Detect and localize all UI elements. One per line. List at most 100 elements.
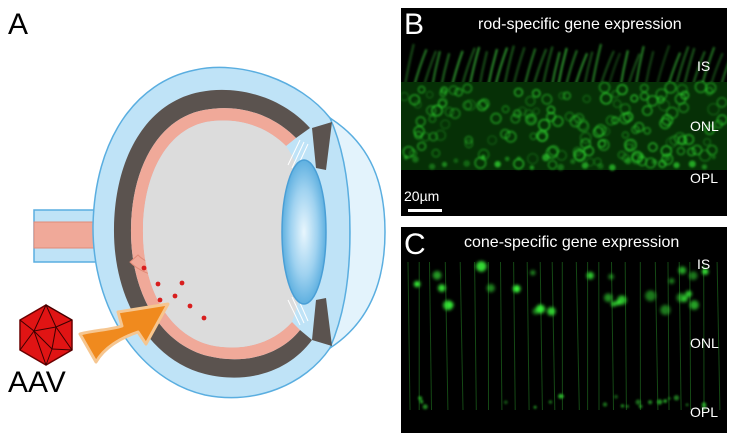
rod-spherule bbox=[516, 156, 521, 161]
rod-spherule bbox=[688, 160, 696, 168]
rod-spherule bbox=[609, 164, 616, 171]
rod-nucleus bbox=[643, 127, 652, 135]
rod-nucleus bbox=[523, 109, 534, 119]
rod-nucleus bbox=[578, 120, 590, 133]
cone-pedicle bbox=[638, 404, 643, 409]
rod-nucleus bbox=[527, 115, 535, 124]
injection-arrow-shape bbox=[78, 302, 170, 364]
rod-nucleus bbox=[464, 99, 476, 111]
rod-nucleus bbox=[425, 90, 434, 99]
eye-diagram bbox=[19, 66, 386, 399]
rod-nucleus bbox=[517, 106, 527, 116]
cone-pedicle bbox=[673, 395, 680, 401]
rod-nucleus bbox=[597, 139, 607, 148]
rod-nucleus bbox=[513, 109, 522, 118]
rod-nucleus bbox=[677, 135, 688, 146]
rod-nucleus bbox=[426, 105, 437, 116]
rod-nucleus bbox=[574, 150, 587, 163]
cone-pedicle bbox=[614, 394, 618, 399]
cone-soma bbox=[702, 268, 709, 275]
cone-axon bbox=[429, 261, 432, 411]
panel-c-layer-is: IS bbox=[697, 256, 711, 272]
vitreous bbox=[142, 120, 306, 348]
cone-pedicle bbox=[626, 405, 629, 408]
panel-c-layer-onl: ONL bbox=[690, 335, 719, 351]
rod-nucleus bbox=[437, 99, 447, 109]
rod-spherule bbox=[581, 162, 589, 169]
rod-nucleus bbox=[619, 103, 631, 115]
rod-nucleus bbox=[694, 80, 707, 94]
rod-nucleus bbox=[661, 153, 674, 166]
cone-pedicle bbox=[548, 400, 553, 404]
cone-axon bbox=[551, 261, 556, 411]
rod-nucleus bbox=[664, 81, 677, 94]
rod-nucleus bbox=[585, 157, 595, 167]
cone-axon bbox=[539, 261, 543, 411]
cone-pedicle bbox=[635, 399, 641, 405]
rod-nucleus bbox=[547, 159, 558, 170]
cone-axon bbox=[654, 261, 659, 411]
rod-nucleus bbox=[402, 145, 415, 158]
rod-nucleus bbox=[580, 138, 591, 150]
rod-nucleus bbox=[564, 111, 575, 122]
rod-nucleus bbox=[525, 113, 537, 126]
rod-spherule bbox=[557, 163, 565, 171]
cornea bbox=[328, 116, 386, 350]
rod-nucleus bbox=[545, 146, 559, 159]
rod-nucleus bbox=[487, 135, 497, 146]
cone-soma bbox=[668, 278, 675, 284]
rod-nucleus bbox=[431, 148, 441, 158]
rod-spherule bbox=[429, 163, 436, 170]
scale-bar bbox=[408, 209, 442, 212]
rod-nucleus bbox=[633, 121, 645, 133]
rod-nucleus bbox=[532, 107, 540, 115]
cone-pedicle bbox=[418, 396, 423, 401]
rod-nucleus bbox=[444, 106, 455, 117]
rod-nucleus bbox=[462, 83, 473, 94]
cone-soma bbox=[689, 300, 699, 310]
rod-spherule bbox=[597, 163, 604, 170]
rod-nucleus bbox=[642, 105, 653, 116]
panel-c-layer-opl: OPL bbox=[690, 404, 719, 420]
rod-nucleus bbox=[462, 100, 473, 111]
rod-spherule bbox=[673, 162, 680, 169]
cone-axon bbox=[575, 261, 580, 411]
rod-nucleus bbox=[435, 129, 447, 141]
cone-pedicle bbox=[419, 399, 424, 404]
cone-pedicle bbox=[602, 402, 608, 407]
rod-nucleus bbox=[674, 93, 687, 105]
retina bbox=[130, 108, 300, 360]
cone-pedicle bbox=[656, 399, 663, 405]
rod-nucleus bbox=[707, 102, 720, 116]
panel-b-layer-is: IS bbox=[697, 58, 711, 74]
rod-nucleus bbox=[683, 134, 695, 145]
cone-soma bbox=[547, 307, 556, 316]
cone-pedicle bbox=[667, 397, 671, 400]
rod-spherule bbox=[441, 161, 448, 167]
rod-nucleus bbox=[413, 100, 422, 109]
rod-nucleus bbox=[476, 100, 488, 112]
rod-nucleus bbox=[716, 97, 727, 108]
rod-nucleus bbox=[691, 144, 703, 156]
cone-axon bbox=[689, 261, 692, 411]
rod-spherule bbox=[664, 155, 671, 162]
rod-nucleus bbox=[624, 143, 634, 153]
iris-top bbox=[312, 122, 332, 170]
rod-nucleus bbox=[648, 142, 658, 152]
rod-nucleus bbox=[546, 105, 556, 115]
rod-nucleus bbox=[527, 152, 539, 165]
panel-b-micrograph bbox=[401, 8, 727, 216]
rod-nucleus bbox=[454, 87, 463, 97]
rod-spherule bbox=[412, 156, 419, 163]
rod-nucleus bbox=[659, 117, 671, 130]
rod-nucleus bbox=[562, 91, 571, 101]
cone-soma bbox=[512, 285, 521, 293]
rod-nucleus bbox=[449, 108, 461, 119]
rod-spherule bbox=[638, 153, 645, 160]
cone-soma bbox=[438, 284, 446, 292]
cone-soma bbox=[447, 301, 454, 309]
panel-c-micrograph bbox=[401, 227, 727, 433]
cone-pedicle bbox=[663, 399, 667, 403]
cone-soma bbox=[530, 270, 536, 276]
rod-nucleus bbox=[621, 131, 630, 139]
